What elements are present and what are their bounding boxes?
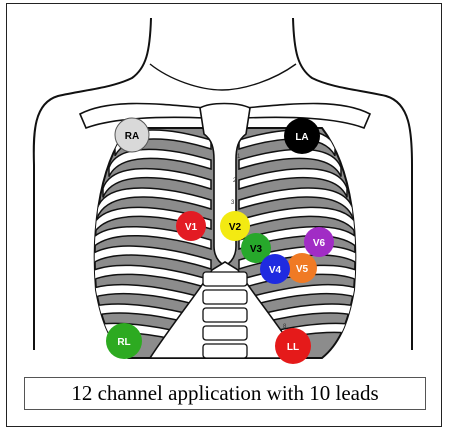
electrode-V4-label: V4 <box>269 265 282 276</box>
vertebra <box>203 344 247 358</box>
electrode-V3-label: V3 <box>250 244 263 255</box>
electrode-V1: V1 <box>176 211 206 241</box>
vertebra <box>203 308 247 322</box>
electrode-LA: LA <box>284 118 320 154</box>
electrode-LA-label: LA <box>295 132 308 143</box>
electrode-RA-label: RA <box>125 131 139 142</box>
electrode-RL: RL <box>106 323 142 359</box>
caption-box: 12 channel application with 10 leads <box>24 377 426 410</box>
electrode-RA: RA <box>115 118 149 152</box>
electrode-V6-label: V6 <box>313 238 326 249</box>
spine <box>203 272 247 358</box>
electrode-V2-label: V2 <box>229 222 242 233</box>
electrode-V2: V2 <box>220 211 250 241</box>
electrode-LL: LL <box>275 328 311 364</box>
electrode-LL-label: LL <box>287 342 299 353</box>
electrode-RL-label: RL <box>117 337 130 348</box>
vertebra <box>203 326 247 340</box>
vertebra <box>203 272 247 286</box>
electrode-V6: V6 <box>304 227 334 257</box>
diagram-caption: 12 channel application with 10 leads <box>71 381 378 406</box>
electrode-V5-label: V5 <box>296 264 309 275</box>
electrode-V4: V4 <box>260 254 290 284</box>
electrode-V5: V5 <box>287 253 317 283</box>
electrode-V1-label: V1 <box>185 222 198 233</box>
vertebra <box>203 290 247 304</box>
